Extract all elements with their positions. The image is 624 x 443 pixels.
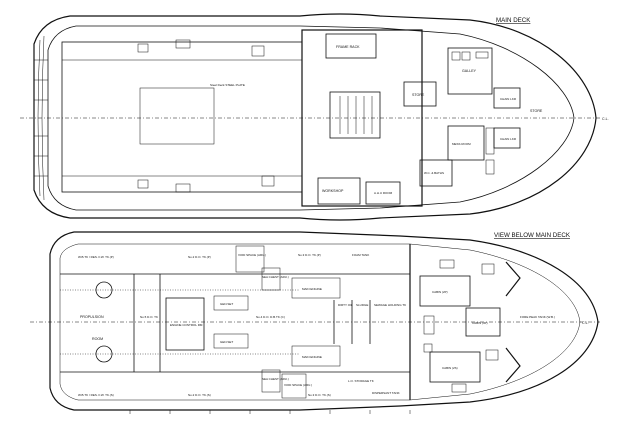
galley-room bbox=[447, 47, 493, 95]
mess-room bbox=[447, 125, 485, 161]
fore-peak-label: FORE PEAK TANK (W.B.) bbox=[520, 315, 555, 319]
dispersant-tank-label: DISPERSANT TANK bbox=[372, 391, 400, 395]
mess-room-label: MESS ROOM bbox=[452, 142, 471, 146]
chain-locker-1-label: CHAIN LKR bbox=[500, 97, 517, 101]
main-deck-hull-outline bbox=[33, 13, 597, 221]
void-space-s-label: VOID SPACE (ARU.) bbox=[284, 383, 312, 387]
wc-bath-room bbox=[419, 159, 453, 187]
frame-rack-label: FRAME RACK bbox=[336, 45, 360, 49]
lo-storage-label: L.O. STORAGE TK bbox=[348, 379, 374, 383]
below-deck-title: VIEW BELOW MAIN DECK bbox=[494, 232, 571, 239]
dirty-oil-label: DIRTY OIL bbox=[338, 303, 353, 307]
store-1-room bbox=[403, 81, 437, 107]
main-engine-2 bbox=[291, 345, 341, 367]
below-deck-plan: VIEW BELOW MAIN DECK C.L. W.B.TK / RES. … bbox=[30, 231, 600, 414]
main-engine-1-label: MAIN ENGINE bbox=[302, 287, 322, 291]
cabin-3p bbox=[465, 307, 501, 337]
chain-locker-2-label: CHAIN LKR bbox=[500, 137, 517, 141]
sea-chest-s-label: SEA CHEST (ARU.) bbox=[262, 377, 289, 381]
cabin-2p bbox=[419, 275, 471, 307]
sea-chest-s bbox=[261, 369, 281, 393]
store-1-label: STORE bbox=[412, 93, 425, 97]
frame-ticks bbox=[129, 410, 411, 414]
main-deck-bulwark bbox=[47, 25, 575, 211]
deck-plate-label: Steel Deck STEEL PLATE bbox=[210, 83, 245, 87]
void-space-p-label: VOID SPACE (ARU.) bbox=[238, 253, 266, 257]
frame-rack-room bbox=[325, 33, 377, 59]
gen-set-1-label: GEN.SET bbox=[220, 302, 233, 306]
wb-tk-p-label: W.B.TK / RES. F.W. TK.(P) bbox=[78, 255, 114, 259]
dotk3-s-label: No.3 D.O. TK.(S) bbox=[308, 393, 331, 397]
cabin-2p-label: CABIN (2P) bbox=[432, 290, 448, 294]
workshop-room bbox=[317, 177, 361, 205]
collision-bulkhead-s bbox=[505, 347, 521, 383]
dotk2-s-label: No.2 D.O. TK.(S) bbox=[188, 393, 211, 397]
chain-locker-1 bbox=[493, 87, 521, 109]
dotk2-p-label: No.2 D.O. TK.(P) bbox=[188, 255, 211, 259]
cabin-bunks bbox=[423, 259, 499, 393]
sludge-label: SLUDGE bbox=[356, 303, 368, 307]
cabin-2s-label: CABIN (2S) bbox=[442, 366, 458, 370]
ahu-room-label: A.H.U ROOM bbox=[374, 191, 393, 195]
gen-set-2 bbox=[213, 333, 249, 349]
engine-control-room bbox=[165, 297, 205, 351]
ahu-room bbox=[365, 181, 401, 205]
collision-bulkhead-p bbox=[505, 261, 521, 297]
dotk3-p-label: No.3 D.O. TK.(P) bbox=[298, 253, 321, 257]
cabin-2s bbox=[429, 351, 481, 383]
below-deck-hull-outline bbox=[49, 231, 599, 411]
sewage-label: SEWAGE HOLDING TK bbox=[374, 303, 406, 307]
deckhouse bbox=[301, 29, 423, 207]
galley-label: GALLEY bbox=[462, 69, 477, 73]
engine-control-label: ENGINE CONTROL RM bbox=[170, 323, 203, 327]
stair-treads bbox=[339, 96, 373, 134]
stair-block bbox=[329, 91, 381, 139]
main-engine-1 bbox=[291, 277, 341, 299]
gen-set-1 bbox=[213, 295, 249, 311]
propulsion-label: PROPULSION bbox=[80, 315, 104, 319]
cabin-3p-label: CABIN (3P) bbox=[472, 321, 488, 325]
below-deck-cl-label: C.L. bbox=[582, 321, 589, 325]
sea-chest-p-label: SEA CHEST (ARU.) bbox=[262, 275, 289, 279]
gen-set-2-label: GEN.SET bbox=[220, 340, 233, 344]
wc-bath-label: W.C. & BATHS bbox=[424, 171, 444, 175]
room-label: ROOM bbox=[92, 337, 103, 341]
main-deck-title: MAIN DECK bbox=[496, 17, 531, 24]
workshop-label: WORKSHOP bbox=[322, 189, 344, 193]
void-space-p bbox=[235, 245, 265, 273]
bollards bbox=[137, 39, 275, 193]
wb-tk-s-label: W.B.TK / RES. F.W. TK.(S) bbox=[78, 393, 114, 397]
do-tk5-label: No.5 D.O. TK bbox=[140, 315, 158, 319]
main-deck-plan: MAIN DECK Steel Deck STEEL PLATE C.L. bbox=[20, 13, 609, 221]
sea-chest-p bbox=[261, 267, 281, 291]
main-deck-cl-label: C.L. bbox=[602, 117, 609, 121]
deck-hatch bbox=[139, 87, 215, 145]
void-space-s bbox=[281, 373, 307, 399]
aft-working-deck bbox=[61, 41, 303, 193]
dotk4-label: No.4 D.O. D.B.TK (C) bbox=[256, 315, 285, 319]
main-engine-2-label: MAIN ENGINE bbox=[302, 355, 322, 359]
below-deck-inner-skin bbox=[59, 243, 581, 401]
foam-tank-label: FOAM TANK bbox=[352, 253, 369, 257]
galley-equipment bbox=[451, 51, 495, 175]
store-2-label: STORE bbox=[530, 109, 543, 113]
